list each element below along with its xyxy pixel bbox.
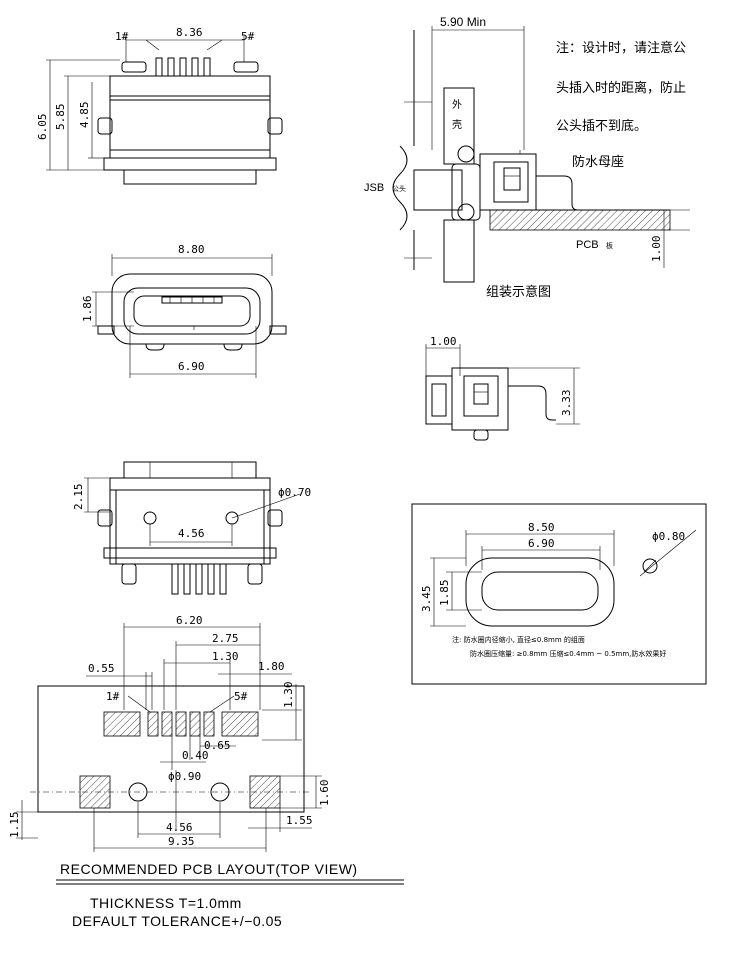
dim-outer-w: 8.50 [528,521,555,534]
side-dim-height: 3.33 [560,390,573,417]
plug-suffix: 公头 [392,184,406,193]
dim-456: 4.56 [166,821,193,834]
socket-label: 防水母座 [572,154,624,170]
dim-pitch: 8.36 [176,26,203,39]
view-front: 8.80 1.86 6.90 [81,243,287,378]
plug-label: JSB [364,182,384,194]
note-line-2: 头插入时的距离，防止 [556,80,686,96]
cutout-note-1: 注: 防水圈内径缩小, 直径≤0.8mm 的组面 [452,635,585,644]
dim-275: 2.75 [212,632,239,645]
dim-height: 2.15 [72,484,85,511]
dim-180: 1.80 [258,660,285,673]
dim-115: 1.15 [8,812,21,839]
dim-155: 1.55 [286,814,313,827]
dim-hole-pitch: 4.56 [178,527,205,540]
view-bottom: ϕ0.70 4.56 2.15 [72,461,311,595]
panel-cutout: 8.50 6.90 ϕ0.80 3.45 1.85 注: 防水圈内径缩小, 直径… [411,503,707,685]
thickness-note: THICKNESS T=1.0mm [90,895,242,911]
assembly-diagram: 5.90 Min 注：设计时，请注意公 头插入时的距离，防止 公头插不到底。 外… [364,15,690,300]
dim-pcb-thk: 1.00 [650,236,663,263]
cutout-note-2: 防水圈压缩量: ≥0.8mm 压缩≤0.4mm ~ 0.5mm,防水效果好 [470,649,666,658]
dim-055: 0.55 [88,662,115,675]
pcb-pin-first: 1# [106,690,120,703]
assembly-caption: 组装示意图 [486,284,551,300]
dim-opening-w: 6.90 [178,360,205,373]
dim-hole-cutout: ϕ0.80 [652,530,685,543]
tolerance-note: DEFAULT TOLERANCE+/−0.05 [72,913,282,929]
dim-090: ϕ0.90 [168,770,201,783]
pin-first-label: 1# [115,30,129,43]
pin-last-label: 5# [241,30,255,43]
dim-065: 0.65 [204,739,231,752]
dim-h1: 6.05 [36,114,49,141]
view-top: 8.36 1# 5# 6.05 5.85 4.85 [36,26,283,185]
shell-label-2: 壳 [452,118,462,131]
dim-opening-h: 1.86 [81,296,94,323]
pcb-layout: 6.20 2.75 1.30 0.55 1.80 1.30 1# 5# 0. [8,614,404,885]
shell-label-1: 外 [452,99,462,111]
dim-040: 0.40 [182,749,209,762]
dim-inner-h: 1.85 [438,580,451,607]
pcb-layout-title: RECOMMENDED PCB LAYOUT(TOP VIEW) [60,861,358,877]
pcb-label: PCB [576,239,599,251]
side-dim-width: 1.00 [430,335,457,348]
dim-width: 8.80 [178,243,205,256]
pcb-pin-last: 5# [234,690,248,703]
dim-min: 5.90 Min [440,15,486,29]
dim-h3: 4.85 [78,102,91,129]
dim-935: 9.35 [168,835,195,848]
dim-inner-w: 6.90 [528,537,555,550]
dim-outer-h: 3.45 [420,586,433,613]
pcb-suffix: 板 [606,241,613,250]
dim-620: 6.20 [176,614,203,627]
dim-130b: 1.30 [282,682,295,709]
dim-hole: ϕ0.70 [278,486,311,499]
side-view: 1.00 3.33 [425,335,580,441]
dim-130a: 1.30 [212,650,239,663]
dim-160: 1.60 [318,780,331,807]
note-line-3: 公头插不到底。 [556,118,647,134]
note-line-1: 注：设计时，请注意公 [556,40,686,56]
dim-h2: 5.85 [54,104,67,131]
